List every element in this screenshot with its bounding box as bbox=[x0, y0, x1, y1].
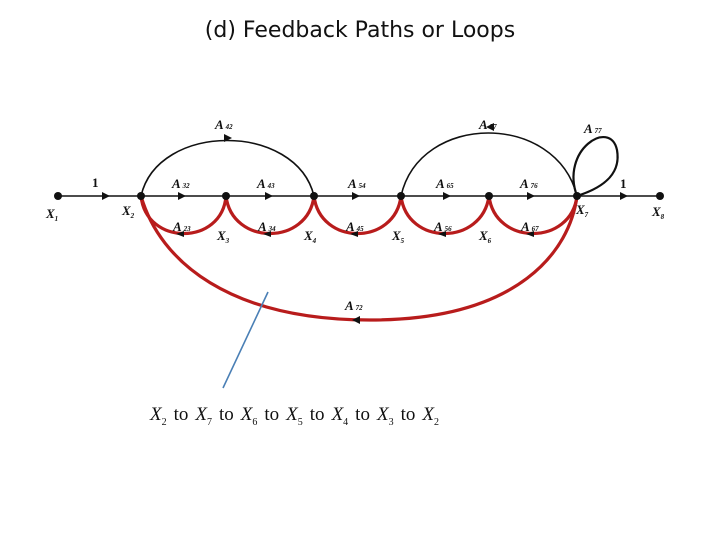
node-label-x3: X3 bbox=[216, 228, 230, 245]
node-x3 bbox=[222, 192, 230, 200]
arrowhead-a67 bbox=[526, 231, 534, 237]
node-x2 bbox=[137, 192, 145, 200]
arrowhead-a65 bbox=[443, 192, 451, 200]
loop-connector-2: to bbox=[219, 404, 234, 425]
loop-node-3: X6 bbox=[240, 404, 258, 428]
arrowhead-a32 bbox=[178, 192, 186, 200]
branch-label-in: 1 bbox=[92, 175, 99, 190]
loop-connector-5: to bbox=[355, 404, 370, 425]
node-labels: X1 X2 X3 X4 X5 X6 X7 X8 bbox=[45, 202, 665, 245]
arrowhead-a56 bbox=[438, 231, 446, 237]
loop-arrowheads bbox=[176, 231, 534, 324]
node-label-x1: X1 bbox=[45, 206, 58, 223]
loop-connector-3: to bbox=[264, 404, 280, 425]
arrowhead-a42 bbox=[224, 134, 232, 142]
node-x5 bbox=[397, 192, 405, 200]
slide-title: (d) Feedback Paths or Loops bbox=[204, 18, 516, 43]
arrowhead-a57 bbox=[486, 123, 494, 131]
node-x1 bbox=[54, 192, 62, 200]
caption-pointer-line bbox=[222, 291, 269, 389]
highlighted-loop bbox=[139, 194, 579, 322]
node-x6 bbox=[485, 192, 493, 200]
loop-connector-6: to bbox=[400, 404, 416, 425]
node-label-x6: X6 bbox=[478, 228, 492, 245]
arrowhead-a45 bbox=[350, 231, 358, 237]
branch-a42-arc bbox=[140, 139, 315, 197]
loop-node-2: X7 bbox=[195, 404, 212, 428]
branch-label-out: 1 bbox=[620, 176, 627, 191]
loop-node-7: X2 bbox=[422, 404, 439, 428]
arrowhead-in bbox=[102, 192, 110, 200]
forward-arrowheads bbox=[102, 192, 628, 200]
loop-node-1: X2 bbox=[150, 404, 167, 428]
node-x7 bbox=[573, 192, 581, 200]
loop-node-4: X5 bbox=[286, 404, 303, 428]
graph-nodes bbox=[54, 192, 664, 200]
node-label-x5: X5 bbox=[391, 228, 405, 245]
loop-connector-4: to bbox=[309, 404, 325, 425]
arrowhead-a43 bbox=[265, 192, 273, 200]
loop-path-caption: X2 to X7 to X6 to X5 to X4 to X3 to X2 bbox=[150, 404, 510, 428]
node-label-x4: X4 bbox=[303, 228, 317, 245]
node-label-x2: X2 bbox=[121, 203, 135, 220]
branch-a77-selfloop bbox=[572, 136, 619, 198]
node-label-x8: X8 bbox=[651, 204, 665, 221]
node-x8 bbox=[656, 192, 664, 200]
arrowhead-a23 bbox=[176, 231, 184, 237]
loop-node-6: X3 bbox=[376, 404, 394, 428]
arrowhead-a54 bbox=[352, 192, 360, 200]
arrowhead-a72 bbox=[352, 316, 360, 324]
arrowhead-a34 bbox=[263, 231, 271, 237]
arrowhead-out bbox=[620, 192, 628, 200]
loop-branch-a72 bbox=[139, 194, 579, 322]
arrowhead-a76 bbox=[527, 192, 535, 200]
node-label-x7: X7 bbox=[575, 202, 589, 219]
node-x4 bbox=[310, 192, 318, 200]
loop-connector-1: to bbox=[173, 404, 189, 425]
loop-node-5: X4 bbox=[331, 404, 349, 428]
branch-a57-arc bbox=[400, 132, 578, 197]
